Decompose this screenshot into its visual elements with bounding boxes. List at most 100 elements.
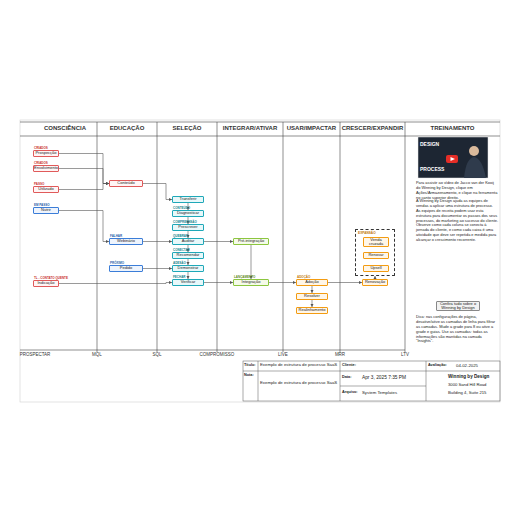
process-box: QUEBRARAuditar	[172, 238, 204, 245]
flow-arrow	[59, 169, 109, 184]
stage-tag: PASSO	[34, 183, 44, 186]
box-label: Utilizado	[38, 187, 53, 191]
box-label: Envolvimento	[34, 166, 58, 170]
box-label: Recomendar	[177, 253, 200, 257]
table-cell: Título:	[244, 363, 258, 368]
process-box: Conteúdo	[109, 180, 143, 187]
column-grid	[20, 122, 500, 352]
flow-arrow	[328, 282, 362, 283]
stage-label: PROSPECTAR	[10, 352, 60, 358]
process-box: Transferir	[172, 196, 204, 203]
table-cell: Exemplo de estrutura de processo SaaS	[260, 380, 338, 385]
stage-tag: EM PASSO	[34, 204, 50, 207]
table-cell: Avaliação:	[428, 363, 454, 368]
process-box: Renovação	[362, 279, 388, 286]
column-header: EDUCAÇÃO	[97, 125, 157, 133]
info-table	[243, 361, 500, 401]
box-label: Integração	[242, 280, 261, 284]
table-cell: 3000 Sand Hill Road	[448, 382, 500, 387]
flow-arrow	[59, 211, 109, 242]
flow-arrow	[204, 282, 233, 283]
box-label: Venda cruzada	[364, 238, 388, 246]
box-label: Prospecção	[35, 151, 56, 155]
table-cell: Nota:	[244, 373, 258, 378]
box-label: Adoção	[305, 280, 319, 284]
box-label: Resolver	[304, 294, 320, 298]
stage-label: MRR	[320, 352, 360, 358]
process-box: Realinhamento	[296, 307, 328, 314]
table-cell: Winning by Design	[448, 374, 500, 380]
box-label: Confira tudo sobre o Winning by Design	[437, 302, 479, 310]
box-label: Realinhamento	[299, 308, 326, 312]
stage-tag: FALHAR	[110, 235, 122, 238]
column-header: INTEGRAR/ATIVAR	[217, 125, 283, 133]
column-header: CONSCIÊNCIA	[30, 125, 100, 133]
box-label: Diagnosticar	[177, 211, 199, 215]
flow-arrow	[143, 241, 172, 242]
flow-arrow	[251, 245, 252, 279]
process-box: CRIADOSEnvolvimento	[33, 165, 59, 172]
stage-tag: TL - CONTATO QUENTE	[34, 277, 68, 280]
box-label: Prescrever	[178, 225, 197, 229]
box-label: Auditar	[182, 239, 195, 243]
process-box: CRIADOSProspecção	[33, 150, 59, 157]
process-box: CONECTARRecomendar	[172, 252, 204, 259]
thumbnail-text: PROCESS	[420, 166, 460, 172]
stage-label: LIVE	[263, 352, 303, 358]
stage-tag: QUEBRAR	[173, 235, 188, 238]
column-header: SELEÇÃO	[157, 125, 217, 133]
stage-tag: EXPANSÃO	[358, 232, 376, 235]
stage-tag: CONECTAR	[173, 249, 190, 252]
process-box: Pré-integração	[233, 238, 269, 245]
process-box: Venda cruzada	[363, 237, 389, 247]
process-box: TL - CONTATO QUENTEIndicação	[33, 280, 59, 287]
stage-tag: FECHAR	[173, 276, 186, 279]
process-box: EM PASSONutrir	[33, 207, 59, 214]
process-box: Confira tudo sobre o Winning by Design	[436, 301, 480, 311]
box-label: Renovação	[365, 280, 385, 284]
flow-arrow	[188, 272, 189, 279]
table-cell: Building 4, Suite 215	[448, 390, 500, 395]
column-header: USAR/IMPACTAR	[283, 125, 340, 133]
process-box: FECHARVerificar	[172, 279, 204, 286]
table-cell: Data:	[342, 375, 362, 380]
table-cell: Apr 3, 2025 7:35 PM	[362, 375, 424, 381]
table-cell: System Templates	[362, 390, 424, 395]
flow-arrow	[269, 282, 296, 283]
flow-arrow	[312, 286, 313, 293]
flow-arrow	[143, 268, 172, 269]
table-cell: Cliente:	[342, 363, 372, 368]
box-label: Indicação	[37, 281, 54, 285]
stage-label: COMPROMISSO	[192, 352, 242, 358]
page-border	[20, 120, 500, 402]
process-box: Renovar	[363, 252, 389, 259]
box-label: Demonstrar	[178, 266, 199, 270]
stage-tag: ADOÇÃO	[297, 276, 310, 279]
box-label: Verificar	[181, 280, 195, 284]
box-label: Transferir	[180, 197, 197, 201]
process-box: CONTEÚDODiagnosticar	[172, 210, 204, 217]
flow-arrow	[59, 283, 172, 284]
process-box: FALHARWebinário	[109, 238, 143, 245]
column-header: CRESCER/EXPANDIR	[340, 125, 405, 133]
thumbnail-text: DESIGN	[420, 141, 460, 147]
process-box: Resolver	[296, 293, 328, 300]
stage-tag: PRÓXIMO	[110, 262, 124, 265]
group-box: EXPANSÃOVenda cruzadaRenovarUpsell	[355, 229, 395, 276]
column-header: TREINAMENTO	[410, 125, 495, 133]
process-box: PASSOUtilizado	[33, 186, 59, 193]
stage-label: LTV	[385, 352, 425, 358]
process-box: LANÇAMENTOIntegração	[233, 279, 269, 286]
table-cell: Exemplo de estrutura de processo SaaS	[260, 362, 338, 367]
flow-arrow	[143, 184, 172, 200]
flow-arrow	[312, 300, 313, 307]
box-label: Pedido	[120, 266, 132, 270]
box-label: Renovar	[368, 253, 383, 257]
stage-label: MQL	[77, 352, 117, 358]
flow-arrow	[59, 184, 109, 190]
stage-tag: LANÇAMENTO	[234, 276, 255, 279]
stage-tag: CONTEÚDO	[173, 207, 190, 210]
stage-tag: COMPREENSÃO	[173, 221, 197, 224]
box-label: Webinário	[117, 239, 135, 243]
